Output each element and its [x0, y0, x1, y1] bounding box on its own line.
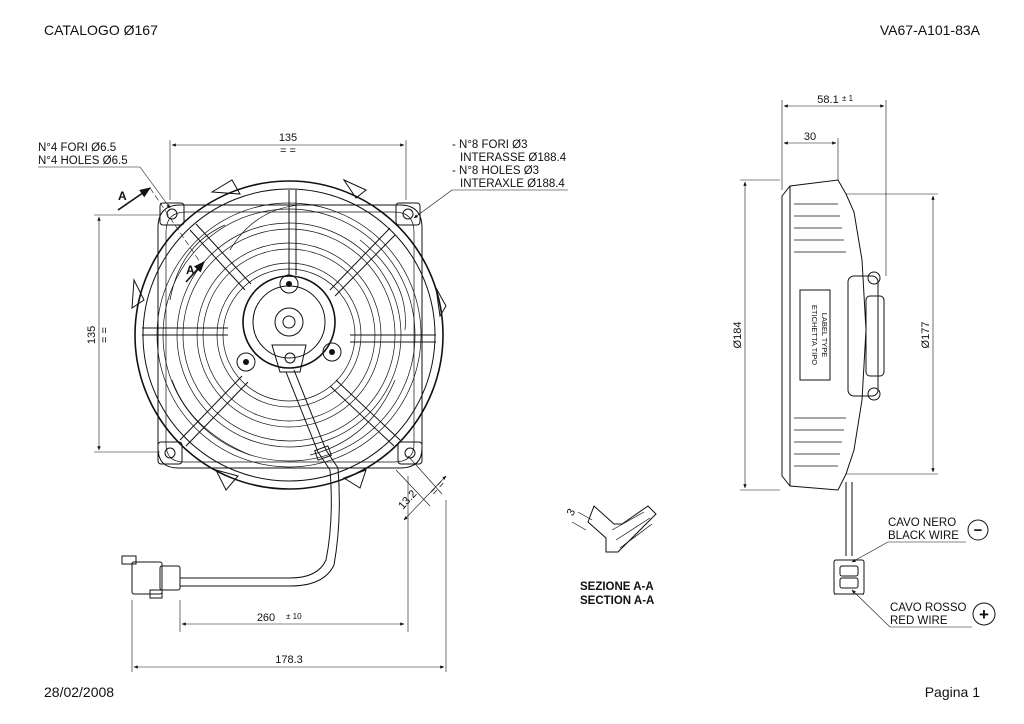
dim-depth-mark: = = [428, 478, 448, 498]
section-view: 3 SEZIONE A-A SECTION A-A [565, 505, 657, 607]
dim-side-height-mark: = = [99, 327, 111, 343]
mounting-holes [164, 208, 416, 459]
holes-callout: N°4 FORI Ø6.5 N°4 HOLES Ø6.5 [38, 142, 171, 209]
section-title-it: SEZIONE A-A [580, 581, 654, 593]
front-view: 135 = = 135 = = N°4 FORI Ø6.5 N°4 HOLES … [38, 132, 568, 672]
dim-cable-length: 260 ± 10 [179, 476, 409, 632]
dim-overall-width-value: 178.3 [275, 654, 303, 666]
black-wire-it: CAVO NERO [888, 517, 956, 529]
mount-callout: - N°8 FORI Ø3 INTERASSE Ø188.4 - N°8 HOL… [413, 139, 568, 219]
red-wire-en: RED WIRE [890, 615, 948, 627]
label-plate-it: ETICHETTA TIPO [810, 305, 819, 365]
dim-cable-length-value: 260 [257, 612, 275, 624]
side-ribs [794, 203, 846, 467]
wire-labels: CAVO NERO BLACK WIRE − CAVO ROSSO RED WI… [851, 517, 996, 628]
guard-spokes [142, 190, 436, 447]
side-connector [833, 559, 865, 595]
page-number: Pagina 1 [924, 684, 980, 700]
mount-callout-it-1: - N°8 FORI Ø3 [452, 139, 528, 151]
dim-side-height-value: 135 [86, 326, 98, 344]
dim-cable-length-tol: ± 10 [286, 612, 302, 621]
negative-symbol: − [974, 522, 983, 539]
label-plate [799, 289, 831, 381]
dim-total-depth-value: 58.1 [817, 94, 838, 106]
section-thickness: 3 [565, 507, 578, 518]
dim-side-height: 135 = = [86, 214, 160, 453]
drawing-date: 28/02/2008 [44, 684, 115, 700]
fan-blades [169, 204, 406, 456]
dim-total-depth-tol: ± 1 [842, 94, 854, 103]
cable-connector [121, 555, 190, 599]
side-view: ETICHETTA TIPO LABEL TYPE 58.1 ± 1 30 [732, 94, 938, 595]
mount-callout-en-1: - N°8 HOLES Ø3 [452, 165, 539, 177]
section-arrows: A A [117, 187, 205, 283]
dim-overall-width: 178.3 [131, 500, 447, 672]
catalog-title: CATALOGO Ø167 [44, 22, 158, 38]
dim-depth: 13.2 = = [395, 455, 448, 521]
negative-terminal-icon [967, 519, 989, 541]
holes-callout-en: N°4 HOLES Ø6.5 [38, 155, 128, 167]
dim-outer-diameter: Ø184 [732, 179, 780, 491]
section-title-en: SECTION A-A [580, 595, 654, 607]
red-wire-it: CAVO ROSSO [890, 602, 967, 614]
positive-terminal-icon [972, 602, 996, 626]
holes-callout-it: N°4 FORI Ø6.5 [38, 142, 116, 154]
motor-hub [236, 274, 342, 373]
mount-callout-en-2: INTERAXLE Ø188.4 [460, 178, 565, 190]
dim-inner-diameter: Ø177 [846, 193, 938, 475]
dim-top-width-mark: = = [280, 145, 296, 157]
label-plate-en: LABEL TYPE [820, 313, 829, 358]
dim-inner-diameter-value: Ø177 [920, 322, 932, 349]
dim-top-width: 135 = = [169, 132, 407, 200]
mount-callout-it-2: INTERASSE Ø188.4 [460, 152, 567, 164]
dim-outer-diameter-value: Ø184 [732, 322, 744, 349]
dim-total-depth: 58.1 ± 1 [781, 94, 887, 276]
dim-frame-depth: 30 [783, 131, 839, 180]
section-arrow-top-label: A [118, 189, 127, 203]
fan-outer-ring [134, 180, 444, 490]
power-cable [190, 369, 340, 587]
positive-symbol: + [979, 605, 989, 624]
motor-body [847, 275, 879, 397]
dim-frame-depth-value: 30 [804, 131, 816, 143]
dim-top-width-value: 135 [279, 132, 297, 144]
drawing-code: VA67-A101-83A [879, 22, 980, 38]
section-arrow-mid-label: A [186, 263, 195, 277]
black-wire-en: BLACK WIRE [888, 530, 959, 542]
